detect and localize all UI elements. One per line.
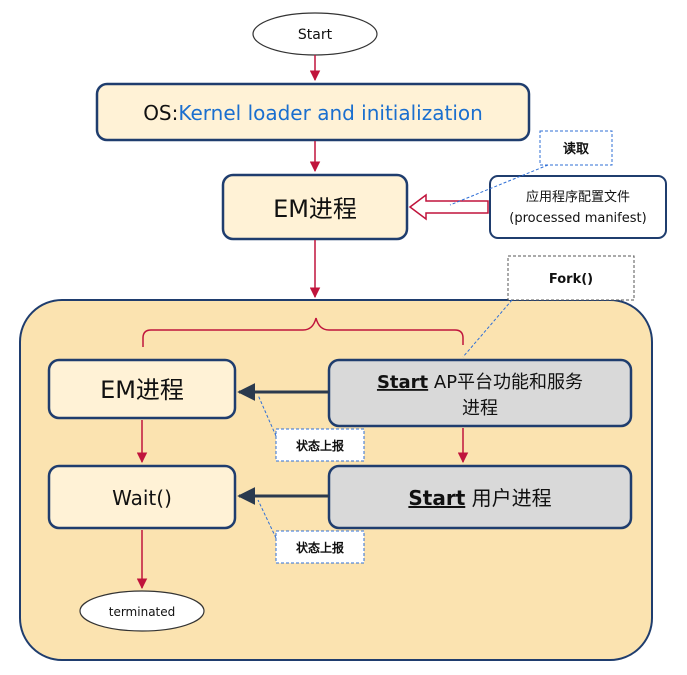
fork-note: [507, 255, 635, 301]
terminated-node: [79, 590, 205, 632]
status-note-1-connector: [257, 394, 277, 437]
start-user-label: Start 用户进程: [408, 486, 551, 510]
manifest-arrow: [408, 193, 489, 221]
split-brace: [142, 317, 464, 347]
manifest-label-2: (processed manifest): [509, 211, 646, 226]
em-top-node: [221, 173, 409, 241]
status-note-1: [275, 428, 365, 462]
read-note-connector: [449, 164, 549, 206]
os-label: OS:Kernel loader and initialization: [143, 101, 483, 125]
em-top-label: EM进程: [273, 195, 357, 223]
manifest-label-1: 应用程序配置文件: [526, 189, 630, 205]
em-inner-label: EM进程: [100, 376, 184, 404]
read-note: [539, 130, 613, 166]
wait-label: Wait(): [112, 486, 172, 510]
status-note-2-label: 状态上报: [296, 540, 344, 555]
status-note-1-label: 状态上报: [296, 438, 344, 453]
status-note-2: [275, 530, 365, 564]
start-ap-label-1: Start AP平台功能和服务: [377, 372, 583, 393]
start-ap-label-2: 进程: [462, 398, 498, 419]
manifest-node: [489, 175, 667, 239]
os-node: [95, 82, 531, 142]
fork-note-label: Fork(): [549, 272, 593, 287]
em-inner-node: [47, 358, 237, 420]
start-label: Start: [298, 27, 333, 43]
status-note-2-connector: [257, 499, 277, 539]
wait-node: [47, 464, 237, 530]
fork-note-connector: [462, 299, 513, 358]
terminated-label: terminated: [109, 605, 176, 619]
read-note-label: 读取: [563, 141, 590, 157]
